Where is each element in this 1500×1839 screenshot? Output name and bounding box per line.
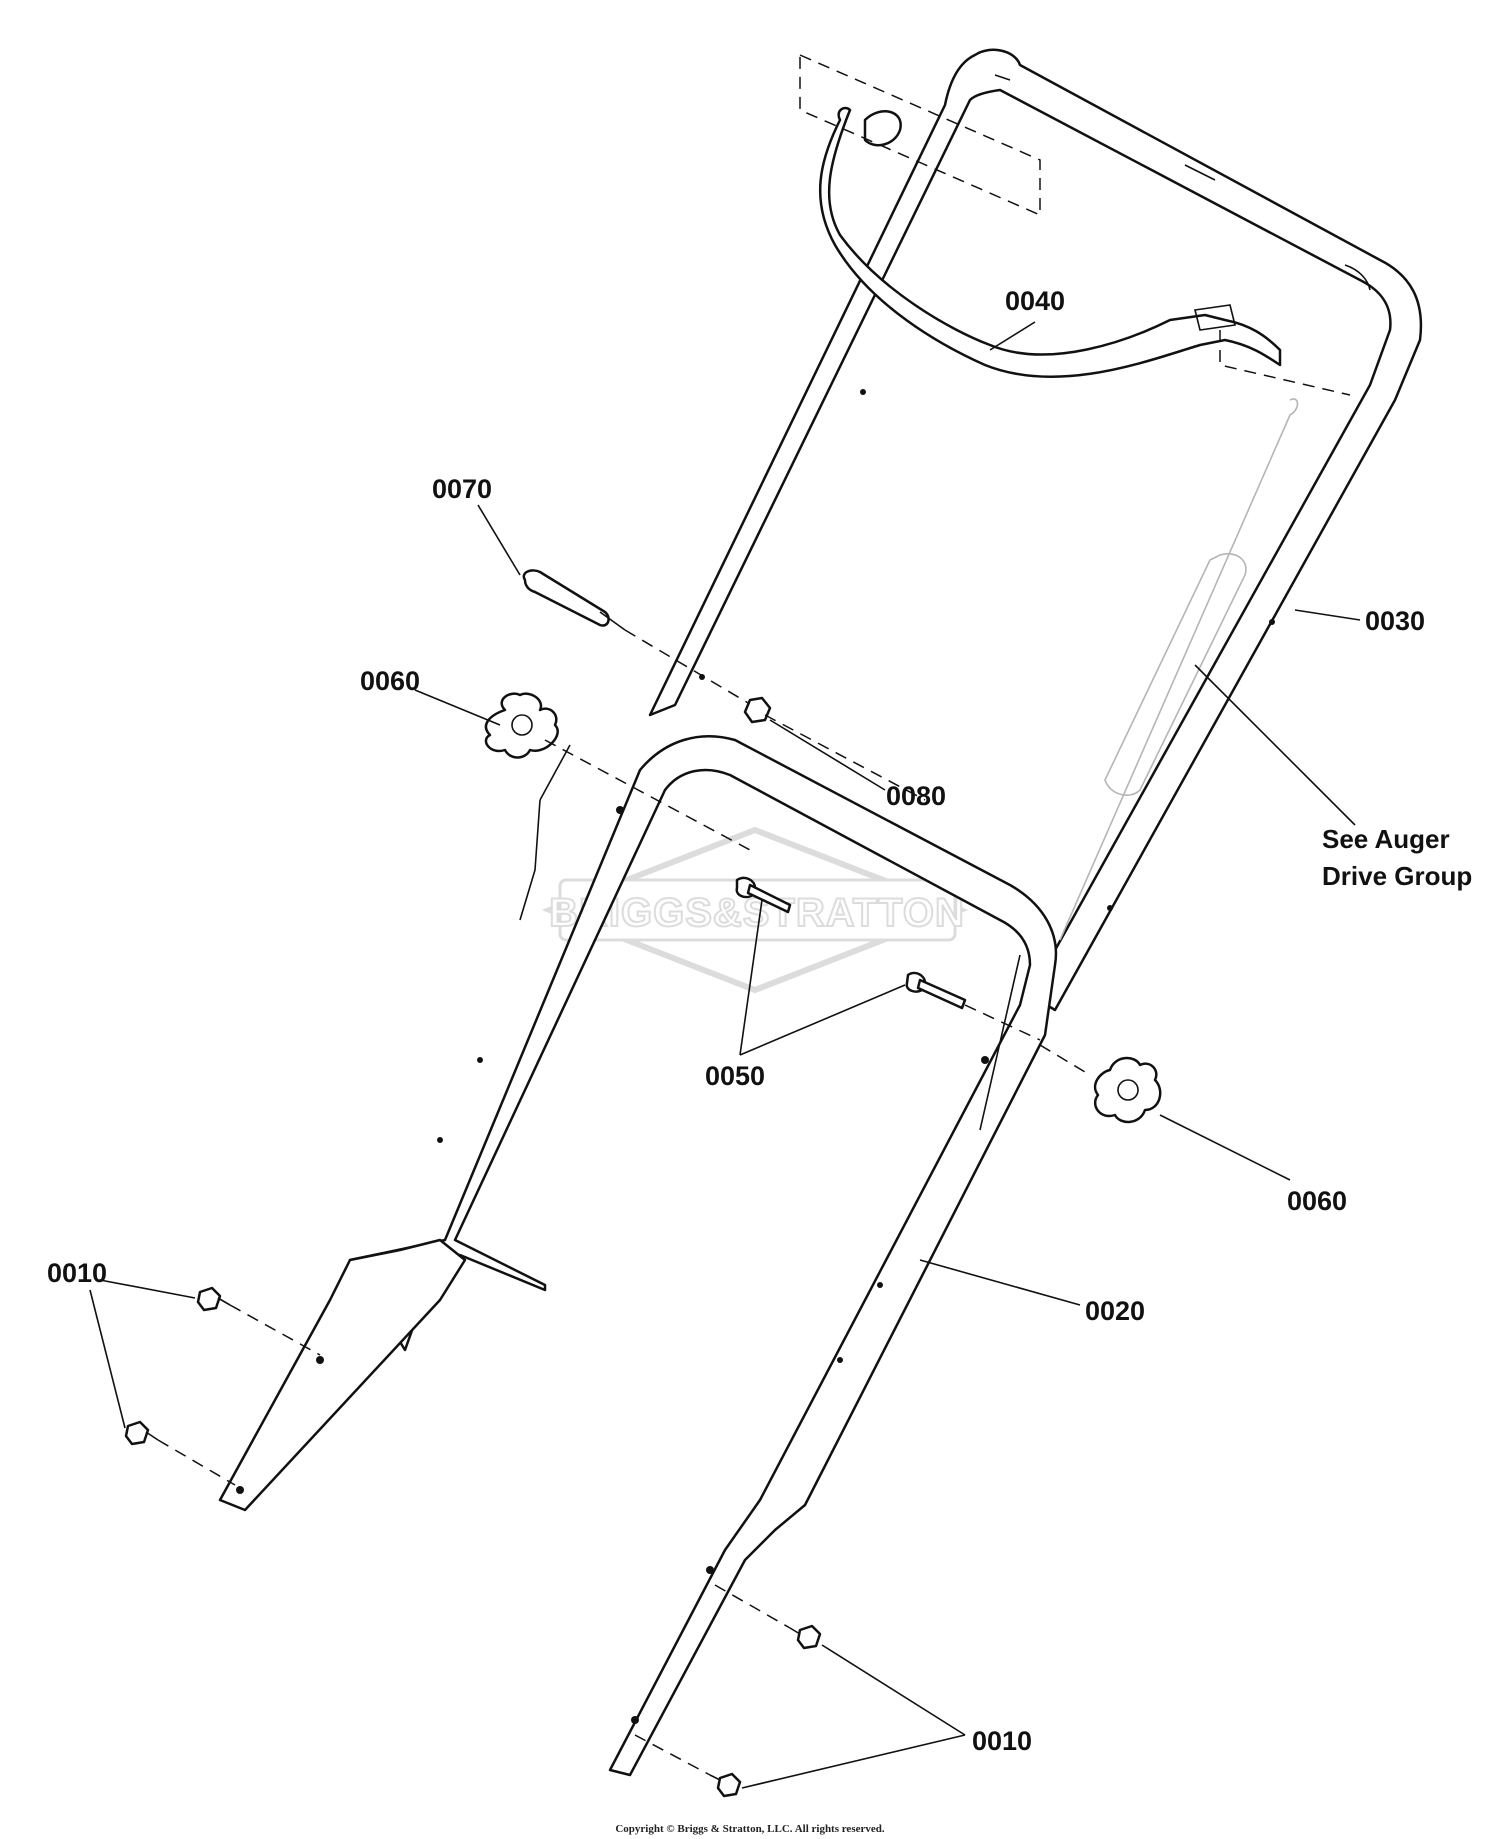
carriage-bolt-left-part [735, 876, 792, 914]
bail-part [799, 53, 1351, 396]
callout-0010-right: 0010 [972, 1726, 1032, 1756]
callout-0060-right: 0060 [1287, 1186, 1347, 1216]
auger-drive-cable-ghost [1059, 398, 1299, 941]
shoulder-bolt-part [522, 569, 761, 711]
knob-left-part [484, 692, 751, 851]
knob-right-part [1093, 1056, 1162, 1124]
hex-bolt-bottom-right-part [634, 1734, 742, 1798]
callout-0020: 0020 [1085, 1296, 1145, 1326]
copyright-text: Copyright © Briggs & Stratton, LLC. All … [615, 1823, 885, 1835]
hex-bolt-top-left-part [196, 1286, 321, 1356]
hex-bolt-top-right-part [714, 1584, 822, 1650]
callout-0080: 0080 [886, 781, 946, 811]
callout-0070: 0070 [432, 474, 492, 504]
callout-0010-left: 0010 [47, 1258, 107, 1288]
note-line-2: Drive Group [1322, 861, 1472, 891]
carriage-bolt-right-part [905, 971, 1091, 1076]
callout-0060-left: 0060 [360, 666, 420, 696]
upper-handle-part [648, 48, 1423, 1012]
nut-part [743, 696, 926, 801]
lower-handle-part [218, 735, 1058, 1777]
leader-lines [89, 321, 1361, 1789]
callout-0050: 0050 [705, 1061, 765, 1091]
note-line-1: See Auger [1322, 824, 1450, 854]
callout-0030: 0030 [1365, 606, 1425, 636]
hex-bolt-bottom-left-part [124, 1420, 236, 1486]
callout-0040: 0040 [1005, 286, 1065, 316]
